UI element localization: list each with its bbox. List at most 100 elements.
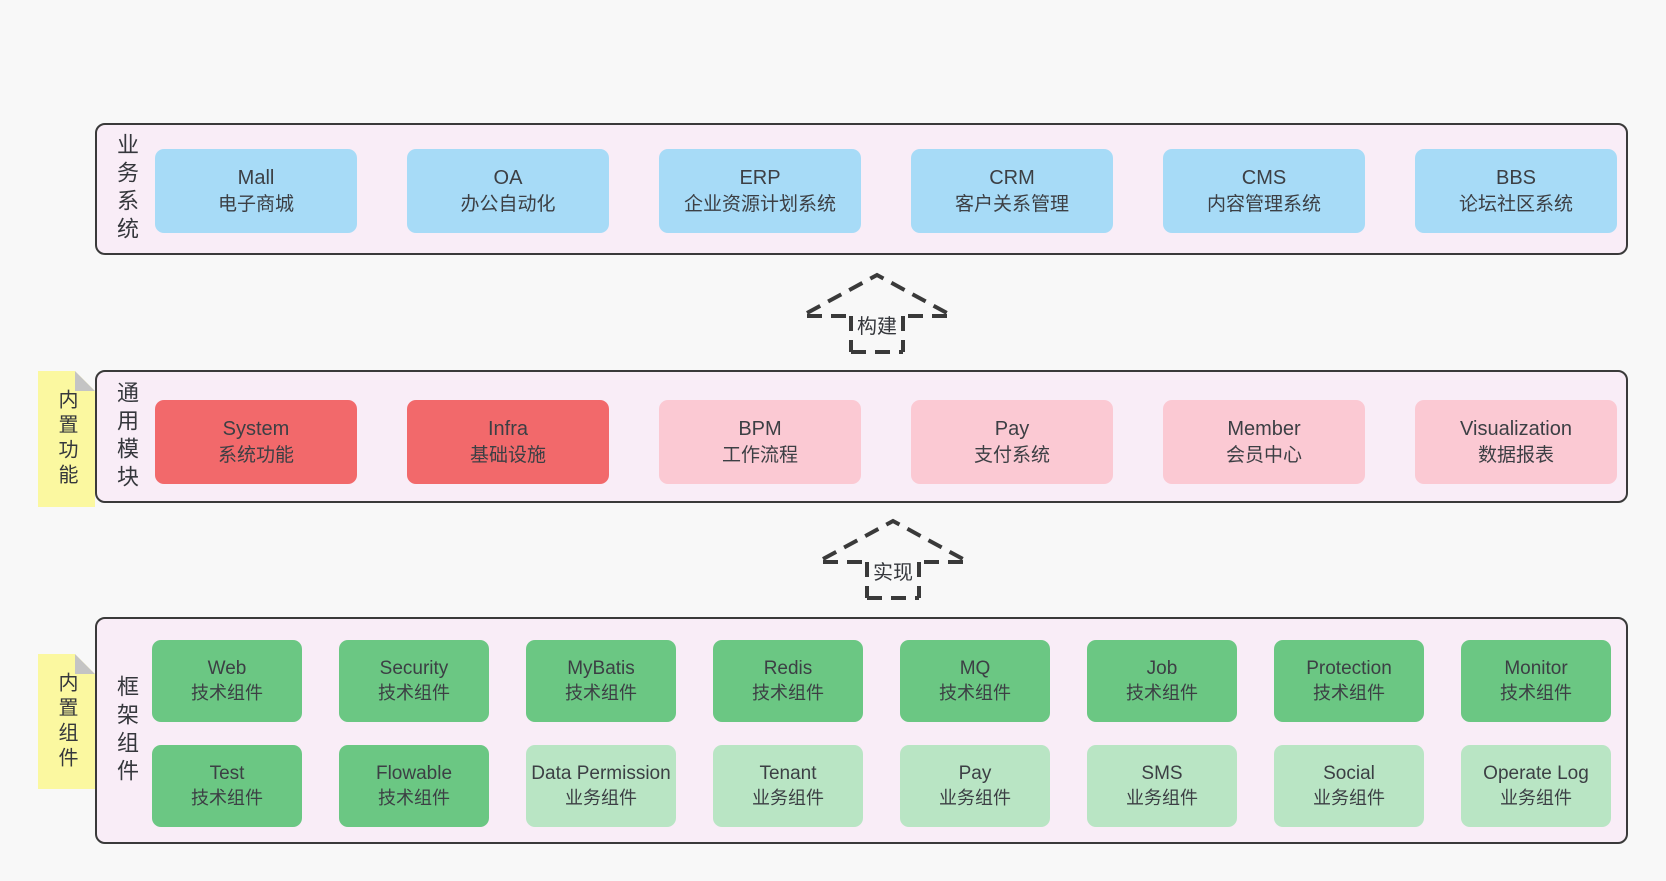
sticky-note-builtin-components: 内置组件 [38, 654, 95, 789]
box-subtitle: 技术组件 [752, 683, 824, 703]
dashed-up-arrow-icon [806, 272, 948, 354]
box-title: BBS [1495, 166, 1537, 189]
box-job: Job 技术组件 [1087, 640, 1237, 722]
band-business-systems: 业务系统 Mall 电子商城 OA 办公自动化 ERP 企业资源计划系统 CRM… [95, 123, 1628, 255]
box-subtitle: 业务组件 [1500, 788, 1572, 808]
box-title: CRM [989, 166, 1035, 189]
box-subtitle: 技术组件 [1126, 683, 1198, 703]
box-title: Infra [487, 417, 529, 440]
box-subtitle: 电子商城 [217, 193, 294, 215]
box-subtitle: 技术组件 [939, 683, 1011, 703]
box-title: Redis [763, 658, 813, 679]
box-title: Web [207, 658, 247, 679]
box-subtitle: 技术组件 [191, 788, 263, 808]
dashed-up-arrow-icon [822, 518, 964, 600]
box-subtitle: 业务组件 [565, 788, 637, 808]
box-social: Social 业务组件 [1274, 745, 1424, 827]
box-subtitle: 技术组件 [1313, 683, 1385, 703]
box-title: ERP [739, 166, 781, 189]
box-title: System [222, 417, 290, 440]
arrow-build: 构建 [802, 272, 952, 356]
sticky-fold-icon [75, 371, 95, 391]
box-subtitle: 会员中心 [1225, 444, 1302, 466]
box-subtitle: 技术组件 [378, 788, 450, 808]
box-bpm: BPM 工作流程 [659, 400, 861, 484]
box-title: Security [379, 658, 449, 679]
box-mall: Mall 电子商城 [155, 149, 357, 233]
box-subtitle: 客户关系管理 [954, 193, 1069, 215]
box-monitor: Monitor 技术组件 [1461, 640, 1611, 722]
box-web: Web 技术组件 [152, 640, 302, 722]
box-subtitle: 工作流程 [721, 444, 798, 466]
band-label-framework-components: 框架组件 [114, 674, 139, 787]
box-security: Security 技术组件 [339, 640, 489, 722]
box-subtitle: 技术组件 [1500, 683, 1572, 703]
box-test: Test 技术组件 [152, 745, 302, 827]
box-title: Member [1227, 417, 1301, 440]
box-title: BPM [738, 417, 782, 440]
box-title: Social [1323, 763, 1375, 784]
box-title: Monitor [1504, 658, 1568, 679]
sticky-note-builtin-features: 内置功能 [38, 371, 95, 507]
box-pay-system: Pay 支付系统 [911, 400, 1113, 484]
box-subtitle: 业务组件 [939, 788, 1011, 808]
box-title: Pay [958, 763, 992, 784]
band-framework-components: 框架组件 Web 技术组件 Security 技术组件 MyBatis 技术组件… [95, 617, 1628, 844]
box-subtitle: 业务组件 [752, 788, 824, 808]
box-subtitle: 论坛社区系统 [1458, 193, 1573, 215]
arrow-implement: 实现 [818, 518, 968, 602]
box-title: Protection [1306, 658, 1392, 679]
box-subtitle: 业务组件 [1126, 788, 1198, 808]
box-subtitle: 办公自动化 [460, 193, 556, 215]
box-sms: SMS 业务组件 [1087, 745, 1237, 827]
box-oa: OA 办公自动化 [407, 149, 609, 233]
box-mybatis: MyBatis 技术组件 [526, 640, 676, 722]
box-flowable: Flowable 技术组件 [339, 745, 489, 827]
box-subtitle: 数据报表 [1477, 444, 1554, 466]
box-bbs: BBS 论坛社区系统 [1415, 149, 1617, 233]
box-cms: CMS 内容管理系统 [1163, 149, 1365, 233]
box-operate-log: Operate Log 业务组件 [1461, 745, 1611, 827]
box-title: SMS [1141, 763, 1183, 784]
box-title: Test [209, 763, 245, 784]
box-redis: Redis 技术组件 [713, 640, 863, 722]
box-system: System 系统功能 [155, 400, 357, 484]
band-label-common-modules: 通用模块 [114, 380, 139, 493]
box-subtitle: 技术组件 [565, 683, 637, 703]
box-title: Tenant [759, 763, 817, 784]
box-data-permission: Data Permission 业务组件 [526, 745, 676, 827]
box-title: Flowable [375, 763, 453, 784]
box-member: Member 会员中心 [1163, 400, 1365, 484]
box-title: Pay [994, 417, 1030, 440]
box-subtitle: 业务组件 [1313, 788, 1385, 808]
box-subtitle: 企业资源计划系统 [683, 193, 836, 215]
sticky-label: 内置组件 [55, 671, 77, 772]
box-title: CMS [1241, 166, 1287, 189]
box-subtitle: 技术组件 [378, 683, 450, 703]
box-title: Operate Log [1483, 763, 1589, 784]
box-erp: ERP 企业资源计划系统 [659, 149, 861, 233]
box-protection: Protection 技术组件 [1274, 640, 1424, 722]
box-visualization: Visualization 数据报表 [1415, 400, 1617, 484]
band-common-modules: 通用模块 System 系统功能 Infra 基础设施 BPM 工作流程 Pay… [95, 370, 1628, 503]
box-title: Job [1146, 658, 1178, 679]
box-title: MQ [959, 658, 991, 679]
box-infra: Infra 基础设施 [407, 400, 609, 484]
box-subtitle: 系统功能 [217, 444, 294, 466]
box-title: OA [493, 166, 523, 189]
arrow-label-build: 构建 [854, 310, 900, 339]
box-mq: MQ 技术组件 [900, 640, 1050, 722]
box-subtitle: 支付系统 [973, 444, 1050, 466]
sticky-fold-icon [75, 654, 95, 674]
box-title: Visualization [1460, 417, 1572, 440]
box-title: Mall [237, 166, 275, 189]
box-subtitle: 基础设施 [469, 444, 546, 466]
band-label-business-systems: 业务系统 [114, 133, 139, 245]
box-subtitle: 内容管理系统 [1206, 193, 1321, 215]
box-crm: CRM 客户关系管理 [911, 149, 1113, 233]
box-pay-component: Pay 业务组件 [900, 745, 1050, 827]
box-title: MyBatis [567, 658, 635, 679]
box-tenant: Tenant 业务组件 [713, 745, 863, 827]
box-subtitle: 技术组件 [191, 683, 263, 703]
sticky-label: 内置功能 [55, 389, 77, 489]
